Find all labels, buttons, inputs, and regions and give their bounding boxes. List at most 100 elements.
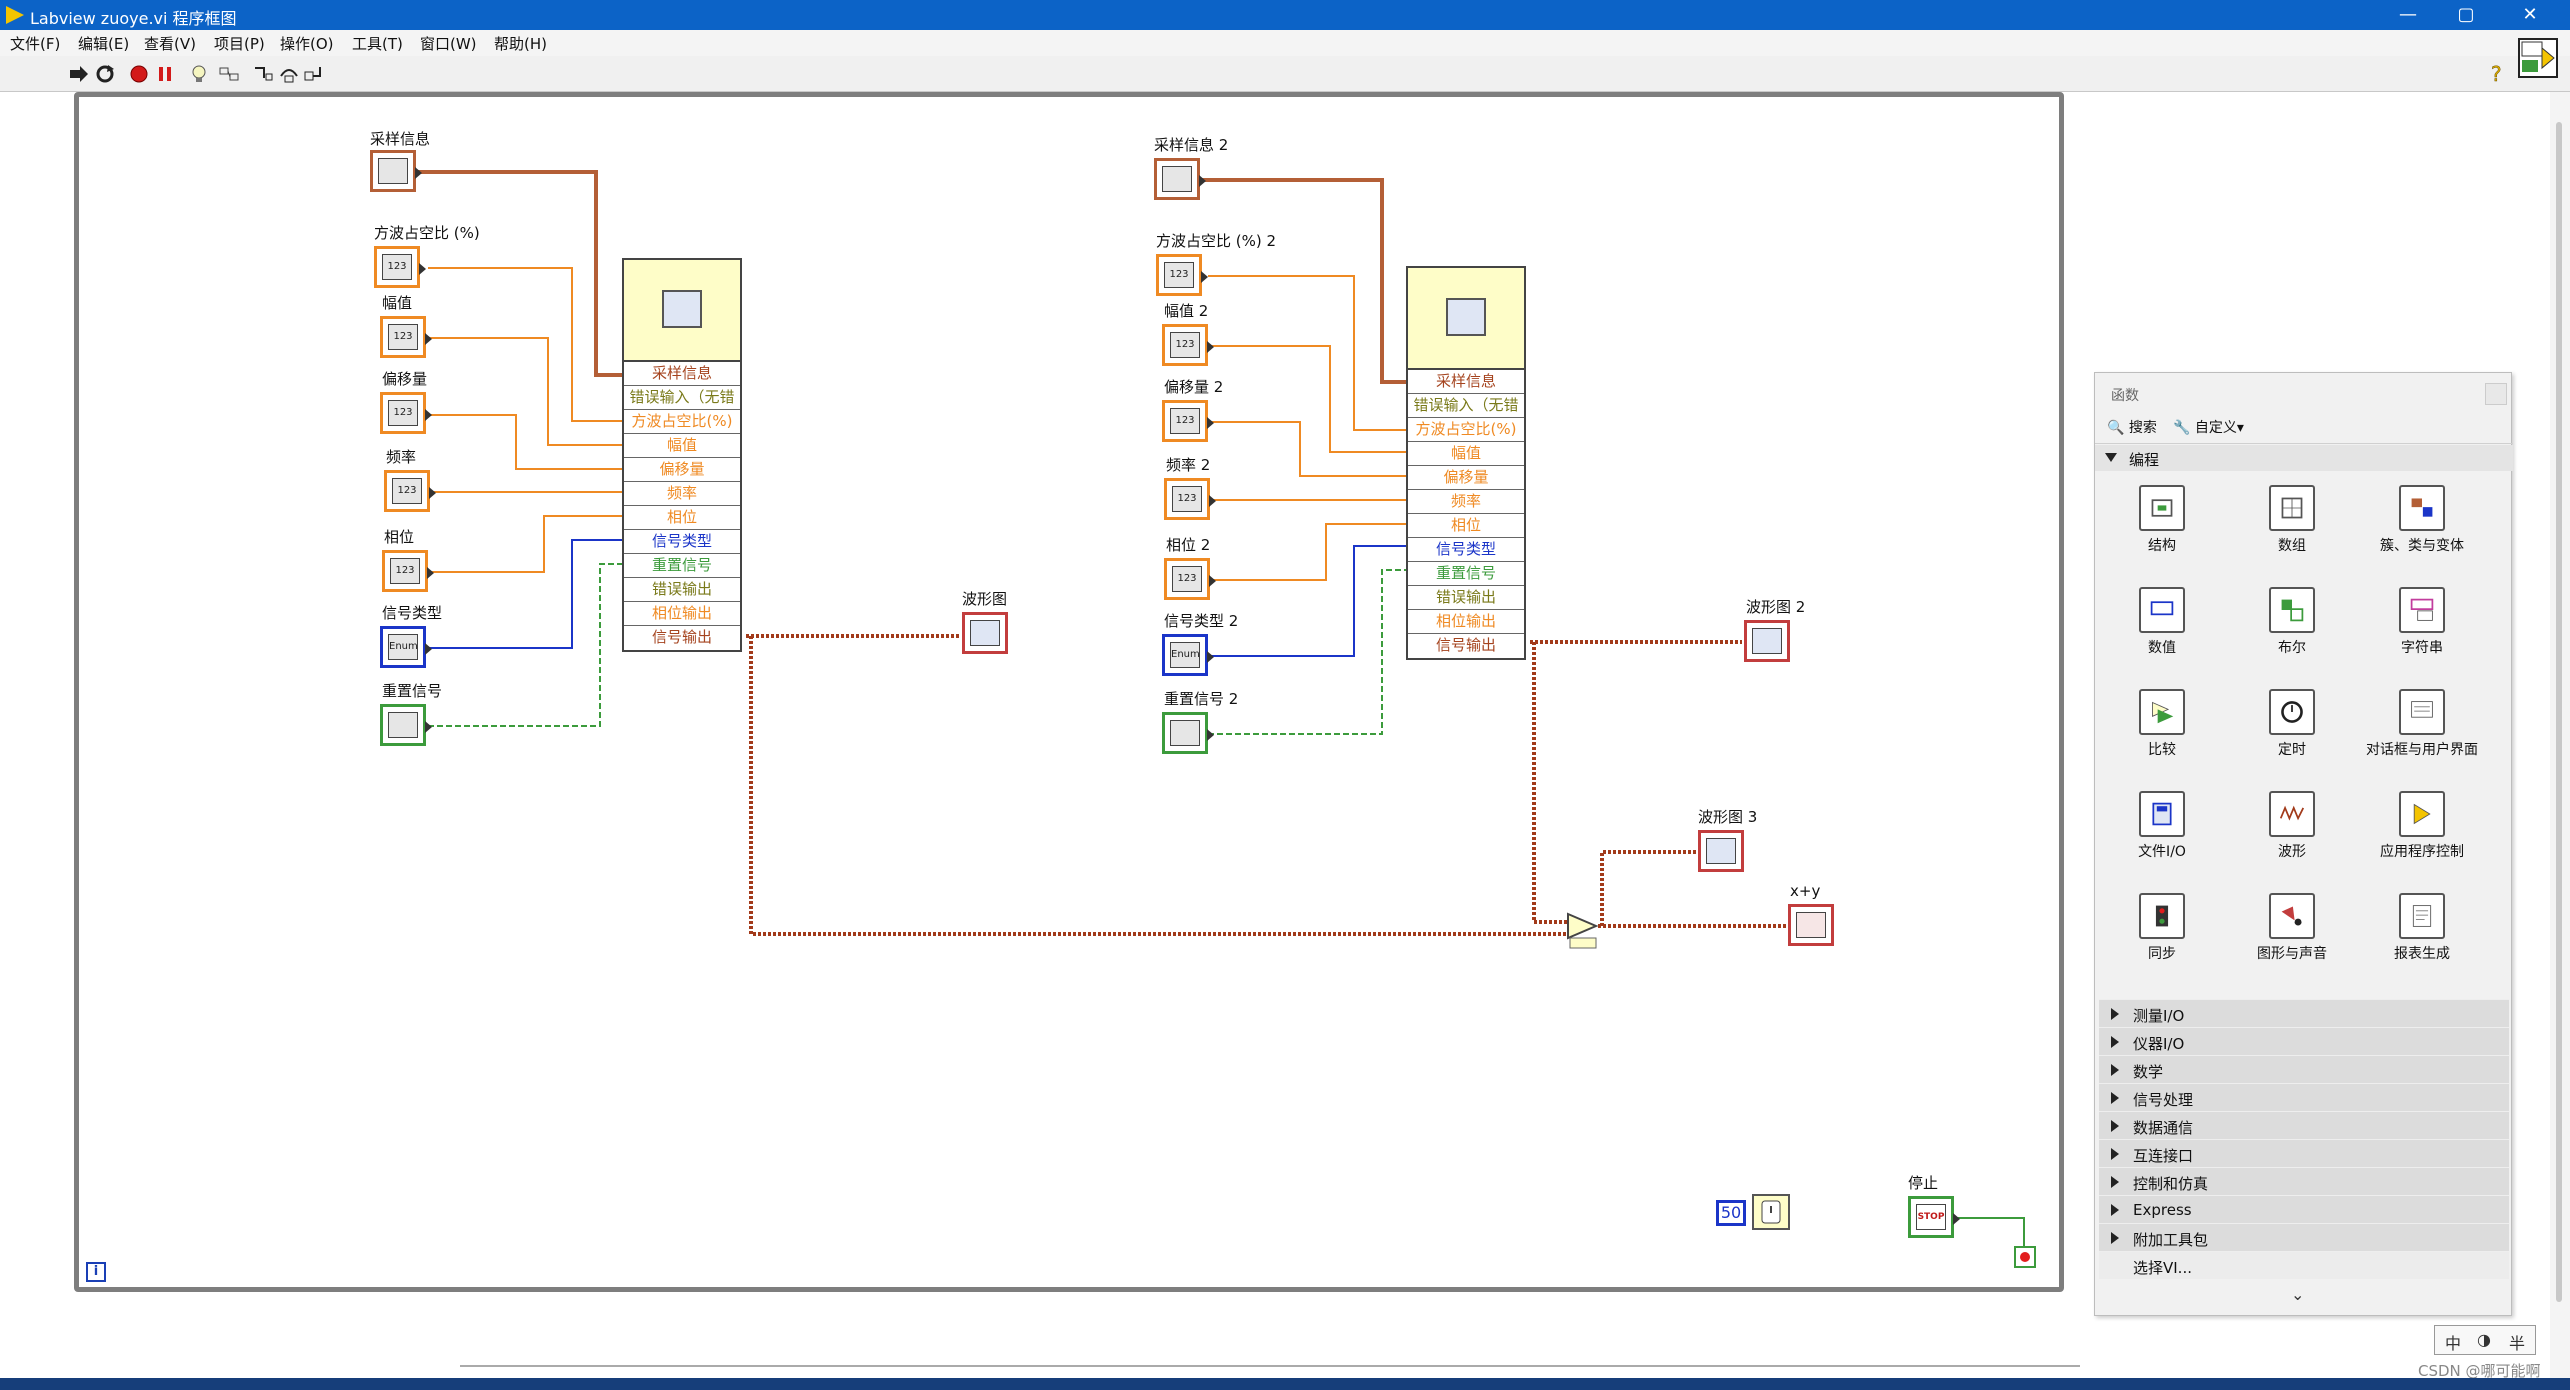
ime-punctuation[interactable]: ◑ bbox=[2477, 1330, 2491, 1349]
palette-category-connectivity[interactable]: 互连接口 bbox=[2099, 1139, 2509, 1167]
wire-offset-1[interactable] bbox=[428, 414, 624, 470]
palette-customize-button[interactable]: 🔧 自定义▾ bbox=[2173, 420, 2244, 436]
scrollbar-thumb[interactable] bbox=[2556, 122, 2562, 1302]
menu-window[interactable]: 窗口(W) bbox=[420, 35, 477, 53]
wire-signal-to-add-1[interactable] bbox=[749, 636, 1568, 936]
palette-category-addons[interactable]: 附加工具包 bbox=[2099, 1223, 2509, 1251]
retain-wire-values-icon[interactable] bbox=[218, 64, 240, 84]
ime-chinese-mode[interactable]: 中 bbox=[2445, 1334, 2462, 1353]
wire-reset-1[interactable] bbox=[428, 563, 624, 727]
context-help-icon[interactable]: ? bbox=[2486, 62, 2508, 87]
while-loop-frame[interactable] bbox=[74, 92, 2064, 1292]
palette-category-signal-processing[interactable]: 信号处理 bbox=[2099, 1083, 2509, 1111]
terminal-signal-type-2[interactable]: Enum bbox=[1162, 634, 1214, 676]
wire-signal-type-1[interactable] bbox=[428, 539, 624, 649]
add-function-node[interactable] bbox=[1567, 912, 1599, 940]
wire-duty-2[interactable] bbox=[1208, 275, 1408, 431]
palette-item-comparison[interactable]: 比较 bbox=[2097, 689, 2227, 789]
terminal-duty-1[interactable]: 123 bbox=[374, 246, 426, 288]
wire-sampling-2[interactable] bbox=[1200, 178, 1408, 384]
terminal-frequency-2[interactable]: 123 bbox=[1164, 478, 1216, 520]
palette-item-dialog[interactable]: 对话框与用户界面 bbox=[2357, 689, 2487, 789]
palette-search-button[interactable]: 🔍 搜索 bbox=[2107, 420, 2157, 436]
palette-item-app-control[interactable]: 应用程序控制 bbox=[2357, 791, 2487, 891]
node-row[interactable]: 幅值 bbox=[624, 434, 740, 458]
wire-stop[interactable] bbox=[1954, 1217, 2025, 1254]
terminal-reset-1[interactable] bbox=[380, 704, 432, 746]
waveform-graph-terminal-3[interactable] bbox=[1698, 830, 1744, 872]
node-row[interactable]: 偏移量 bbox=[1408, 466, 1524, 490]
wait-ms-function[interactable] bbox=[1752, 1194, 1790, 1230]
waveform-graph-terminal-1[interactable] bbox=[962, 612, 1008, 654]
terminal-reset-2[interactable] bbox=[1162, 712, 1214, 754]
node-row[interactable]: 错误输入（无错 bbox=[624, 386, 740, 410]
waveform-graph-terminal-2[interactable] bbox=[1744, 620, 1790, 662]
palette-item-report[interactable]: 报表生成 bbox=[2357, 893, 2487, 993]
node-row[interactable]: 采样信息 bbox=[1408, 370, 1524, 394]
terminal-frequency-1[interactable]: 123 bbox=[384, 470, 436, 512]
palette-item-string[interactable]: 字符串 bbox=[2357, 587, 2487, 687]
wire-phase-2[interactable] bbox=[1208, 523, 1408, 581]
palette-category-measurement-io[interactable]: 测量I/O bbox=[2099, 999, 2509, 1027]
terminal-offset-2[interactable]: 123 bbox=[1162, 400, 1214, 442]
wire-duty-1[interactable] bbox=[428, 267, 624, 422]
palette-category-control-simulation[interactable]: 控制和仿真 bbox=[2099, 1167, 2509, 1195]
palette-item-numeric[interactable]: 数值 bbox=[2097, 587, 2227, 687]
palette-item-sync[interactable]: 同步 bbox=[2097, 893, 2227, 993]
palette-item-structures[interactable]: 结构 bbox=[2097, 485, 2227, 585]
menu-operate[interactable]: 操作(O) bbox=[280, 35, 334, 53]
vertical-scrollbar[interactable] bbox=[2550, 92, 2570, 1378]
menu-file[interactable]: 文件(F) bbox=[10, 35, 61, 53]
node-row[interactable]: 相位 bbox=[1408, 514, 1524, 538]
palette-category-instrument-io[interactable]: 仪器I/O bbox=[2099, 1027, 2509, 1055]
palette-category-express[interactable]: Express bbox=[2099, 1195, 2509, 1223]
node-row[interactable]: 频率 bbox=[1408, 490, 1524, 514]
node-row[interactable]: 偏移量 bbox=[624, 458, 740, 482]
loop-condition-terminal[interactable] bbox=[2014, 1246, 2036, 1268]
wire-signal-type-2[interactable] bbox=[1208, 545, 1408, 657]
palette-item-file-io[interactable]: 文件I/O bbox=[2097, 791, 2227, 891]
node-row[interactable]: 错误输出 bbox=[1408, 586, 1524, 610]
node-row[interactable]: 信号类型 bbox=[1408, 538, 1524, 562]
simulate-signal-express-vi-2[interactable]: 采样信息 错误输入（无错 方波占空比(%) 幅值 偏移量 频率 相位 信号类型 … bbox=[1406, 266, 1526, 660]
stop-button-terminal[interactable]: STOP bbox=[1908, 1196, 1960, 1238]
wire-sampling-1[interactable] bbox=[418, 170, 624, 377]
wire-amplitude-1[interactable] bbox=[428, 337, 624, 446]
menu-tools[interactable]: 工具(T) bbox=[352, 35, 403, 53]
palette-item-array[interactable]: 数组 bbox=[2227, 485, 2357, 585]
terminal-signal-type-1[interactable]: Enum bbox=[380, 626, 432, 668]
node-row[interactable]: 信号输出 bbox=[1408, 634, 1524, 658]
menu-help[interactable]: 帮助(H) bbox=[494, 35, 547, 53]
wire-amplitude-2[interactable] bbox=[1208, 345, 1408, 453]
terminal-phase-1[interactable]: 123 bbox=[382, 550, 434, 592]
run-icon[interactable] bbox=[68, 64, 90, 84]
node-row[interactable]: 错误输入（无错 bbox=[1408, 394, 1524, 418]
maximize-button[interactable]: ▢ bbox=[2457, 4, 2475, 25]
node-row[interactable]: 错误输出 bbox=[624, 578, 740, 602]
palette-item-waveform[interactable]: 波形 bbox=[2227, 791, 2357, 891]
run-continuously-icon[interactable] bbox=[94, 64, 116, 84]
palette-section-programming[interactable]: 编程 bbox=[2095, 445, 2513, 471]
node-row[interactable]: 信号输出 bbox=[624, 626, 740, 650]
terminal-duty-2[interactable]: 123 bbox=[1156, 254, 1208, 296]
pause-icon[interactable] bbox=[154, 64, 176, 84]
highlight-execution-icon[interactable] bbox=[188, 64, 210, 84]
wire-phase-1[interactable] bbox=[428, 515, 624, 573]
node-row[interactable]: 相位 bbox=[624, 506, 740, 530]
palette-item-cluster[interactable]: 簇、类与变体 bbox=[2357, 485, 2487, 585]
node-row[interactable]: 方波占空比(%) bbox=[624, 410, 740, 434]
node-row[interactable]: 频率 bbox=[624, 482, 740, 506]
loop-iteration-terminal[interactable]: i bbox=[86, 1262, 106, 1282]
menu-view[interactable]: 查看(V) bbox=[144, 35, 196, 53]
vi-icon[interactable] bbox=[2518, 38, 2558, 78]
terminal-phase-2[interactable]: 123 bbox=[1164, 558, 1216, 600]
waveform-chart-terminal-sum[interactable] bbox=[1788, 904, 1834, 946]
ime-half-width[interactable]: 半 bbox=[2509, 1334, 2526, 1353]
palette-item-graphics[interactable]: 图形与声音 bbox=[2227, 893, 2357, 993]
node-row[interactable]: 重置信号 bbox=[1408, 562, 1524, 586]
node-row[interactable]: 采样信息 bbox=[624, 362, 740, 386]
terminal-sampling-2[interactable] bbox=[1154, 158, 1206, 200]
step-over-icon[interactable] bbox=[278, 64, 300, 84]
minimize-button[interactable]: — bbox=[2399, 4, 2417, 25]
node-row[interactable]: 幅值 bbox=[1408, 442, 1524, 466]
